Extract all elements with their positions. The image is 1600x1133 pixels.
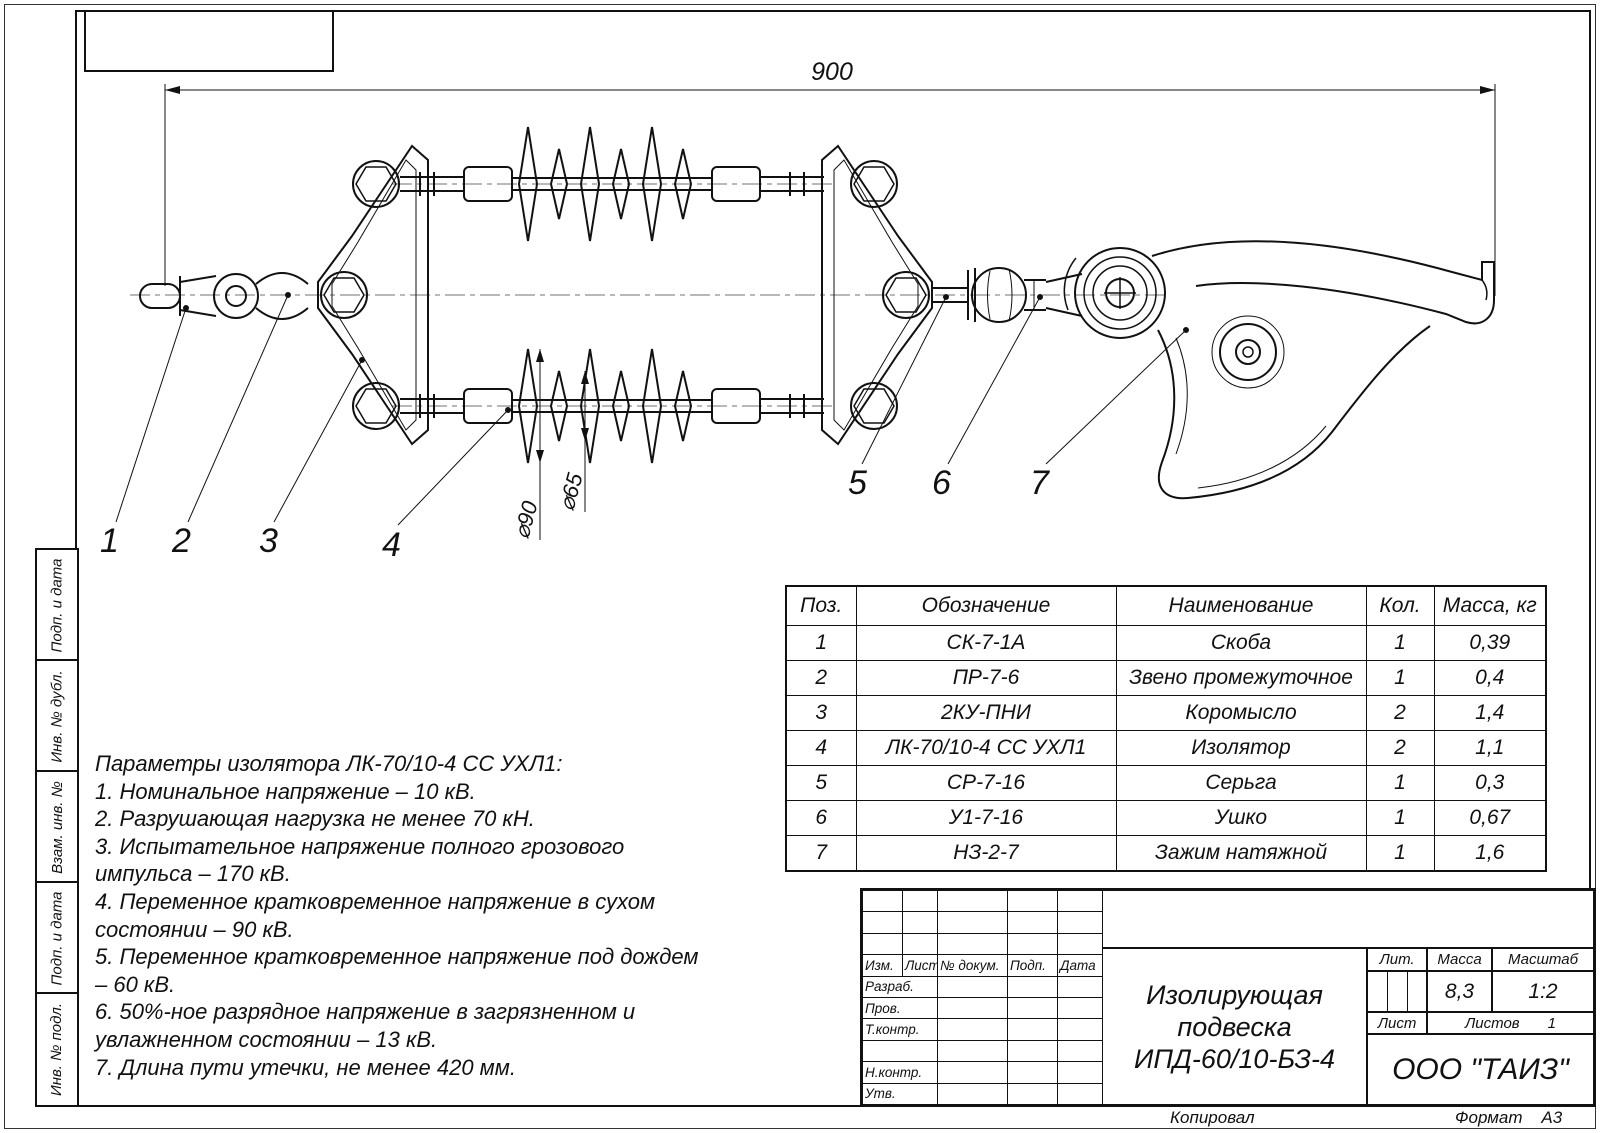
sheet-outer-border xyxy=(4,4,1596,1129)
notes-line: 5. Переменное кратковременное напряжение… xyxy=(95,944,699,970)
eye-link xyxy=(1045,273,1083,317)
dimension-d65 xyxy=(581,371,589,512)
callout-leaders xyxy=(115,292,1189,526)
dimension-d90 xyxy=(536,349,544,540)
role-tkontr: Т.контр. xyxy=(862,1018,938,1041)
role-razrab: Разраб. xyxy=(862,975,938,998)
lit-label: Лит. xyxy=(1367,948,1427,971)
callout-5: 5 xyxy=(848,464,867,502)
role-nkontr: Н.контр. xyxy=(862,1061,938,1084)
notes-title: Параметры изолятора ЛК-70/10-4 СС УХЛ1: xyxy=(95,751,563,776)
insulator-parameters-notes: Параметры изолятора ЛК-70/10-4 СС УХЛ1: … xyxy=(95,750,795,1081)
notes-line: 3. Испытательное напряжение полного гроз… xyxy=(95,833,625,859)
side-stamp-vzam-inv: Взам. инв. № xyxy=(35,770,79,885)
notes-line: импульса – 170 кВ. xyxy=(95,861,291,887)
titleblock-header-row: Изм. Лист № докум. Подп. Дата xyxy=(862,954,1103,977)
notes-line: увлажненном состоянии – 13 кВ. xyxy=(95,1026,438,1052)
mass-label: Масса xyxy=(1427,948,1492,971)
callout-4: 4 xyxy=(382,526,401,564)
intermediate-link xyxy=(255,272,309,320)
side-stamp-inv-dupl: Инв. № дубл. xyxy=(35,659,79,774)
sheets-cell: Листов 1 xyxy=(1427,1012,1594,1034)
dimension-d65-label: ⌀65 xyxy=(554,470,588,514)
mass-value: 8,3 xyxy=(1427,971,1492,1012)
clamp-pivot-spiral xyxy=(1063,247,1166,339)
notes-line: 2. Разрушающая нагрузка не менее 70 кН. xyxy=(95,806,535,832)
insulator-bottom xyxy=(399,348,825,464)
dimension-900-label: 900 xyxy=(811,58,853,86)
callout-6: 6 xyxy=(932,464,951,502)
callout-7: 7 xyxy=(1030,464,1050,502)
format-value: А3 xyxy=(1541,1108,1563,1127)
top-left-designation-box xyxy=(84,10,334,72)
side-stamp-sign-date-bottom: Подп. и дата xyxy=(35,881,79,996)
role-prov: Пров. xyxy=(862,996,938,1020)
side-stamp-sign-date-top: Подп. и дата xyxy=(35,548,79,663)
titleblock-revisions-grid: Изм. Лист № докум. Подп. Дата Разраб. Пр… xyxy=(862,889,1103,1106)
scale-value: 1:2 xyxy=(1492,971,1594,1012)
lit-value-cell xyxy=(1367,971,1427,1012)
dimension-900 xyxy=(164,84,1496,296)
ball-eye xyxy=(932,267,1046,323)
callout-3: 3 xyxy=(259,522,278,560)
parts-table: Поз. Обозначение Наименование Кол. Масса… xyxy=(785,585,1547,872)
callout-2: 2 xyxy=(171,522,191,560)
yoke-plate-right xyxy=(821,144,933,446)
sheets-value: 1 xyxy=(1547,1014,1556,1032)
scale-label: Масштаб xyxy=(1492,948,1594,971)
title-block: Изм. Лист № докум. Подп. Дата Разраб. Пр… xyxy=(860,888,1596,1107)
copied-label: Копировал xyxy=(1170,1108,1255,1127)
notes-line: – 60 кВ. xyxy=(95,971,176,997)
callout-1: 1 xyxy=(100,522,119,560)
sheet-label: Лист xyxy=(1367,1012,1427,1034)
role-utv: Утв. xyxy=(862,1082,938,1106)
tension-clamp xyxy=(1151,240,1495,500)
shackle xyxy=(139,273,259,319)
insulator-top xyxy=(399,126,825,242)
notes-line: состоянии – 90 кВ. xyxy=(95,916,294,942)
company-name: ООО "ТАИЗ" xyxy=(1367,1034,1594,1105)
format-label: Формат А3 xyxy=(1455,1108,1563,1127)
notes-line: 1. Номинальное напряжение – 10 кВ. xyxy=(95,778,476,804)
notes-line: 7. Длина пути утечки, не менее 420 мм. xyxy=(95,1054,516,1080)
yoke-plate-left xyxy=(317,144,429,446)
notes-line: 6. 50%-ное разрядное напряжение в загряз… xyxy=(95,999,636,1025)
dimension-d90-label: ⌀90 xyxy=(509,498,543,542)
titleblock-designation-cell xyxy=(1102,890,1594,948)
parts-table-header: Поз. Обозначение Наименование Кол. Масса… xyxy=(785,585,1547,626)
notes-line: 4. Переменное кратковременное напряжение… xyxy=(95,888,656,914)
document-title: Изолирующая подвеска ИПД-60/10-БЗ-4 xyxy=(1102,948,1367,1105)
side-stamp-inv-podl: Инв. № подл. xyxy=(35,992,79,1107)
